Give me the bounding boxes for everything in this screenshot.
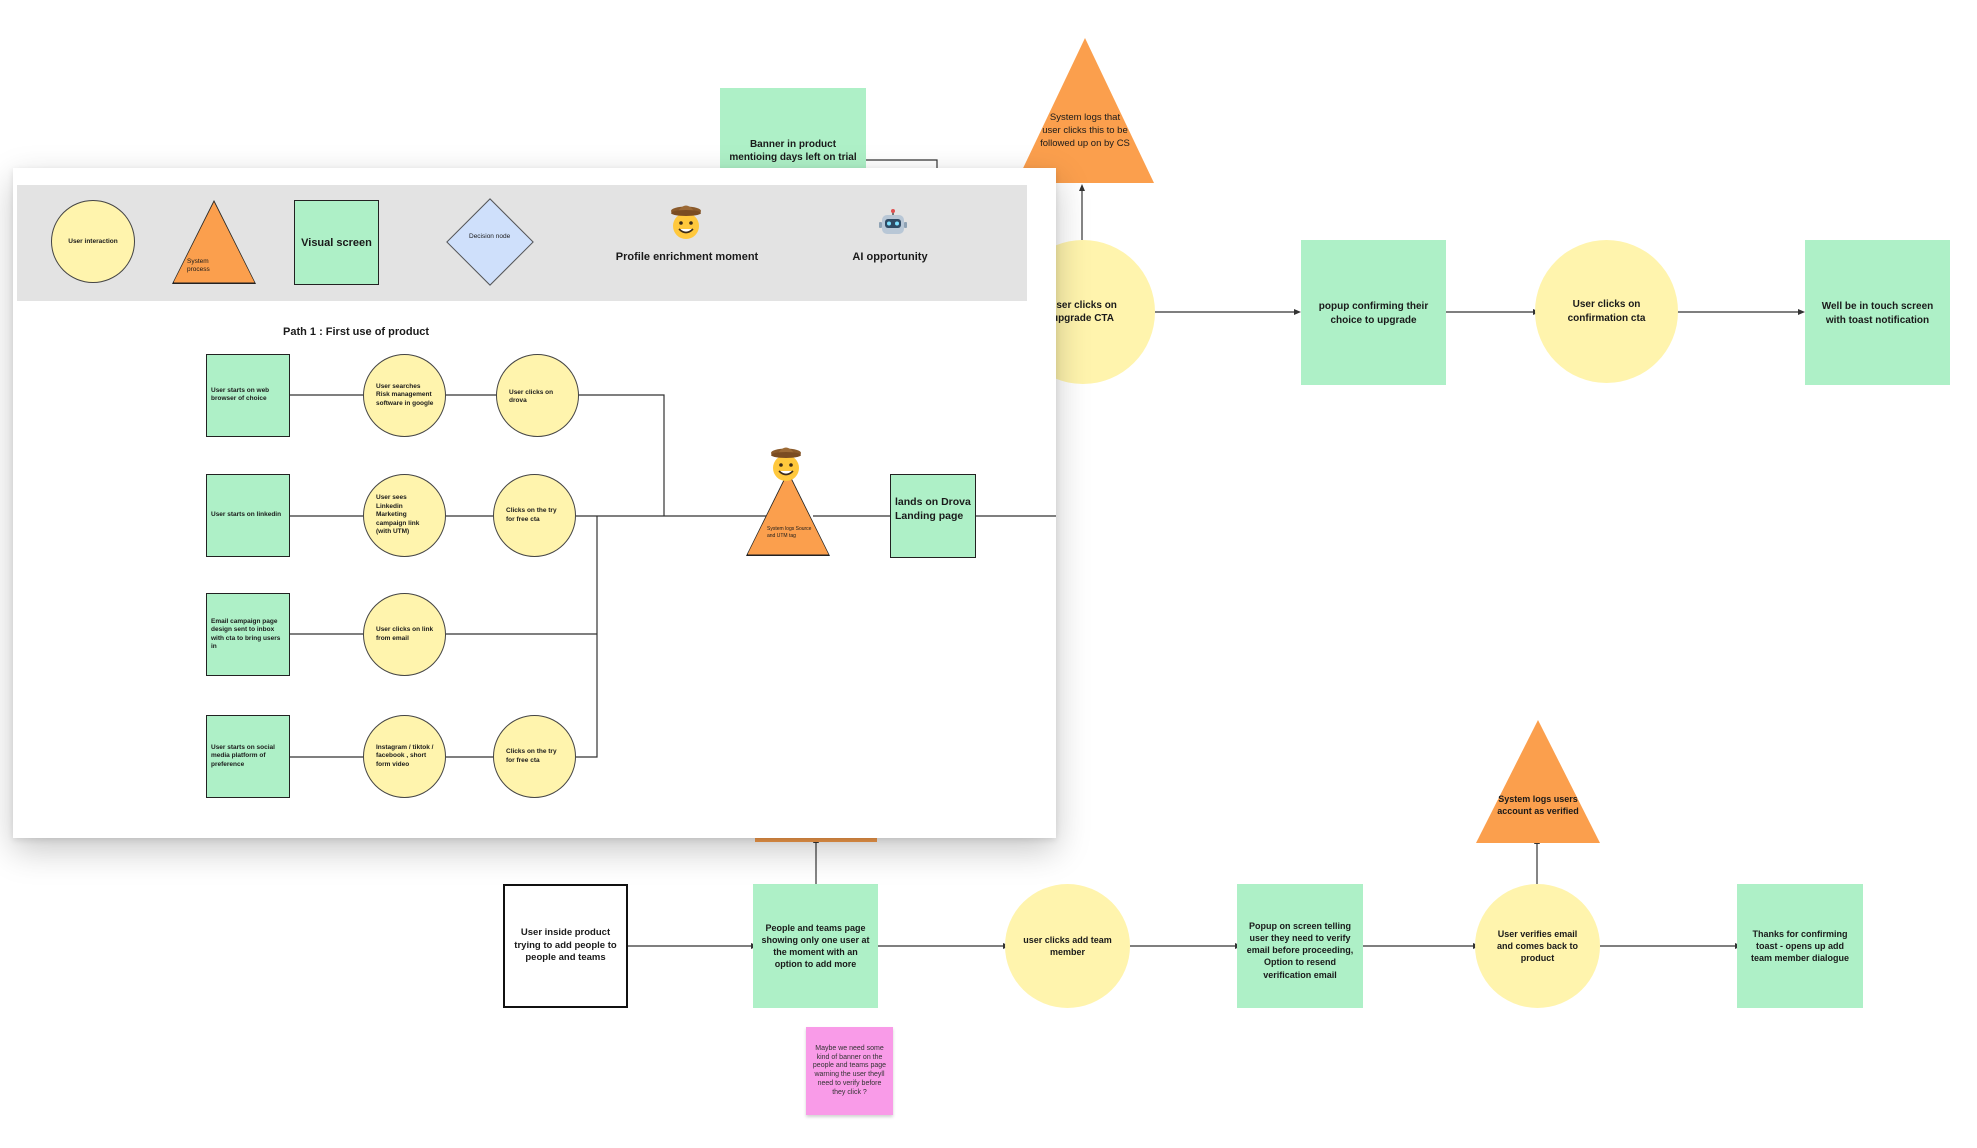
legend-ai-opportunity-label: AI opportunity xyxy=(852,251,928,263)
user-clicks-add-team-circle[interactable]: user clicks add team member xyxy=(1005,884,1130,1008)
sees-linkedin-circle[interactable]: User sees Linkedin Marketing campaign li… xyxy=(363,474,446,557)
thanks-confirming-screen[interactable]: Thanks for confirming toast - opens up a… xyxy=(1737,884,1863,1008)
connector xyxy=(577,394,665,516)
legend-bar: User interaction System process Visual s… xyxy=(17,185,1027,301)
well-be-in-touch-screen[interactable]: Well be in touch screen with toast notif… xyxy=(1805,240,1950,385)
clicks-link-email-label: User clicks on link from email xyxy=(376,626,434,642)
connector xyxy=(862,159,938,170)
user-clicks-add-team-label: user clicks add team member xyxy=(1023,934,1112,957)
people-teams-page-screen[interactable]: People and teams page showing only one u… xyxy=(753,884,878,1008)
linkedin-label: User starts on linkedin xyxy=(211,511,282,519)
searches-google-label: User searches Risk management software i… xyxy=(376,382,434,407)
banner-trial-label: Banner in product mentioing days left on… xyxy=(729,139,857,163)
sees-linkedin-label: User sees Linkedin Marketing campaign li… xyxy=(376,494,420,536)
arrow-head xyxy=(1294,309,1301,315)
popup-verify-label: Popup on screen telling user they need t… xyxy=(1246,921,1354,980)
popup-verify-screen[interactable]: Popup on screen telling user they need t… xyxy=(1237,884,1363,1008)
lands-on-drova-screen[interactable]: lands on Drova Landing page xyxy=(890,474,976,558)
path1-frame[interactable]: User interaction System process Visual s… xyxy=(13,168,1056,838)
clicks-link-email-circle[interactable]: User clicks on link from email xyxy=(363,593,446,676)
user-clicks-confirm-label: User clicks on confirmation cta xyxy=(1567,299,1646,324)
legend-decision-label: Decision node xyxy=(469,233,511,240)
arrow-head xyxy=(1079,184,1085,191)
connector xyxy=(576,516,598,758)
cowboy-face-icon xyxy=(771,447,801,481)
legend-profile-enrichment-label: Profile enrichment moment xyxy=(615,251,759,263)
well-be-in-touch-label: Well be in touch screen with toast notif… xyxy=(1821,301,1934,326)
system-logs-source-label: System logs Source and UTM tag xyxy=(767,526,812,539)
user-verifies-email-label: User verifies email and comes back to pr… xyxy=(1496,928,1579,964)
legend-system-process-label: System process xyxy=(187,258,210,274)
user-inside-product-label: User inside product trying to add people… xyxy=(514,926,617,964)
sticky-note-text: Maybe we need some kind of banner on the… xyxy=(812,1044,887,1096)
clicks-try-free-label-2: Clicks on the try for free cta xyxy=(506,748,557,764)
user-clicks-upgrade-label: User clicks on upgrade CTA xyxy=(1049,299,1117,325)
social-media-label: User starts on social media platform of … xyxy=(211,743,275,768)
web-browser-screen[interactable]: User starts on web browser of choice xyxy=(206,354,290,437)
robot-face-icon xyxy=(879,209,907,234)
clicks-drova-label: User clicks on drova xyxy=(509,389,554,405)
sticky-note[interactable]: Maybe we need some kind of banner on the… xyxy=(806,1027,893,1115)
user-verifies-email-circle[interactable]: User verifies email and comes back to pr… xyxy=(1475,884,1600,1008)
banner-trial-screen[interactable]: Banner in product mentioing days left on… xyxy=(720,88,866,168)
popup-confirm-screen[interactable]: popup confirming their choice to upgrade xyxy=(1301,240,1446,385)
legend-visual-screen-label: Visual screen xyxy=(301,236,372,249)
user-clicks-confirm-circle[interactable]: User clicks on confirmation cta xyxy=(1535,240,1678,383)
thanks-confirming-label: Thanks for confirming toast - opens up a… xyxy=(1750,928,1850,964)
clicks-drova-circle[interactable]: User clicks on drova xyxy=(496,354,579,437)
legend-user-interaction-label: User interaction xyxy=(68,238,118,245)
path1-connectors xyxy=(290,394,1056,758)
web-browser-label: User starts on web browser of choice xyxy=(211,387,270,403)
legend-user-interaction-circle: User interaction xyxy=(51,200,135,283)
clicks-try-free-circle-1[interactable]: Clicks on the try for free cta xyxy=(493,474,576,557)
people-teams-page-label: People and teams page showing only one u… xyxy=(761,922,870,970)
clicks-try-free-circle-2[interactable]: Clicks on the try for free cta xyxy=(493,715,576,798)
path1-title: Path 1 : First use of product xyxy=(283,326,430,338)
popup-confirm-label: popup confirming their choice to upgrade xyxy=(1318,301,1429,326)
lands-on-drova-label: lands on Drova Landing page xyxy=(895,496,971,523)
legend-visual-screen-square: Visual screen xyxy=(294,200,379,285)
social-media-screen[interactable]: User starts on social media platform of … xyxy=(206,715,290,798)
arrow-head xyxy=(1798,309,1805,315)
linkedin-screen[interactable]: User starts on linkedin xyxy=(206,474,290,557)
system-logs-cs-label: System logs that user clicks this to be … xyxy=(1040,112,1130,149)
system-logs-verified-label: System logs users account as verified xyxy=(1497,794,1579,816)
user-inside-product-box[interactable]: User inside product trying to add people… xyxy=(503,884,628,1008)
email-campaign-screen[interactable]: Email campaign page design sent to inbox… xyxy=(206,593,290,676)
cowboy-face-icon xyxy=(671,205,701,239)
short-form-video-circle[interactable]: Instagram / tiktok / facebook , short fo… xyxy=(363,715,446,798)
short-form-video-label: Instagram / tiktok / facebook , short fo… xyxy=(376,743,434,768)
searches-google-circle[interactable]: User searches Risk management software i… xyxy=(363,354,446,437)
email-campaign-label: Email campaign page design sent to inbox… xyxy=(211,617,281,650)
clicks-try-free-label-1: Clicks on the try for free cta xyxy=(506,507,557,523)
